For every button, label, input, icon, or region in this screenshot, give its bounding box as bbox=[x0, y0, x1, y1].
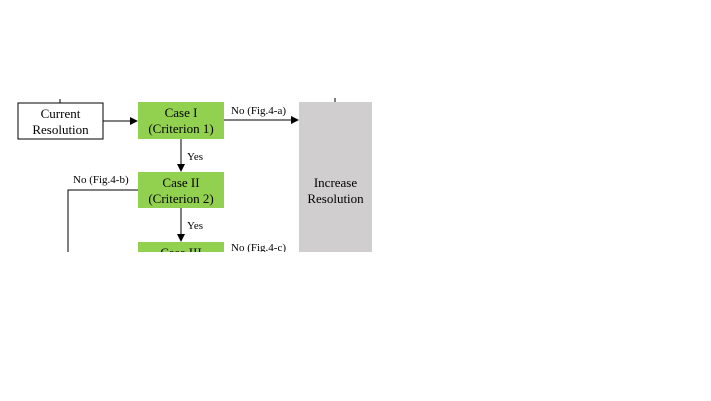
case1-box bbox=[138, 102, 224, 139]
case1-label-line1: Case I bbox=[165, 105, 198, 120]
case1-label-line2: (Criterion 1) bbox=[148, 121, 213, 136]
increase-resolution-box bbox=[299, 102, 372, 252]
case3-label-line1: Case III bbox=[160, 245, 202, 260]
increase-resolution-label-line2: Resolution bbox=[307, 191, 364, 206]
case3-no-label: No (Fig.4-c) bbox=[231, 242, 286, 254]
current-resolution-label-line1: Current bbox=[41, 106, 81, 121]
case2-label-line1: Case II bbox=[162, 175, 199, 190]
case2-no-label: No (Fig.4-b) bbox=[73, 174, 129, 186]
case1-yes-label: Yes bbox=[187, 151, 203, 163]
case2-box bbox=[138, 172, 224, 208]
increase-resolution-label-line1: Increase bbox=[314, 175, 358, 190]
line-case2-no bbox=[67, 189, 138, 252]
case2-yes-label: Yes bbox=[187, 220, 203, 232]
case3-box bbox=[138, 242, 224, 252]
case1-no-label: No (Fig.4-a) bbox=[231, 105, 286, 117]
case2-label-line2: (Criterion 2) bbox=[148, 191, 213, 206]
current-resolution-box bbox=[17, 102, 104, 140]
current-resolution-label-line2: Resolution bbox=[32, 122, 89, 137]
